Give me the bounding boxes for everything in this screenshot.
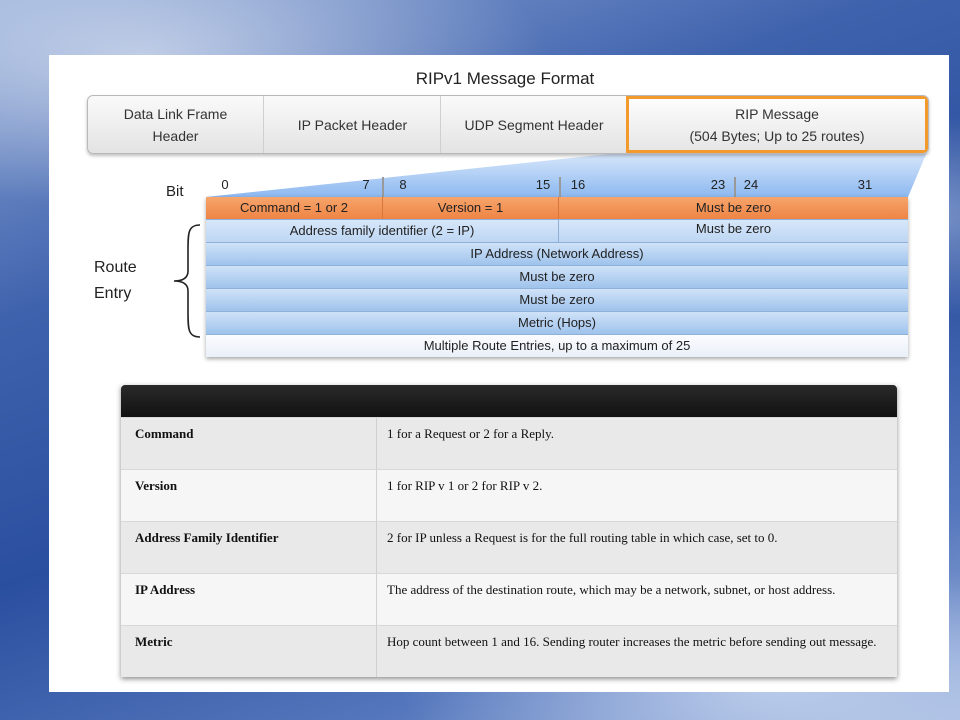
ip-address-field: IP Address (Network Address) xyxy=(206,243,908,265)
field-name-cell: IP Address xyxy=(121,574,377,625)
field-description-cell: 2 for IP unless a Request is for the ful… xyxy=(387,530,778,545)
diagram-title: RIPv1 Message Format xyxy=(415,69,595,88)
bit-23: 23 xyxy=(710,177,726,192)
field-name-cell: Command xyxy=(121,418,377,469)
table-row: Version 1 for RIP v 1 or 2 for RIP v 2. xyxy=(121,469,897,521)
bit-16: 16 xyxy=(570,177,586,192)
data-link-label-1: Data Link Frame xyxy=(123,105,228,122)
field-description-cell: 1 for a Request or 2 for a Reply. xyxy=(387,426,555,441)
field-name-cell: Address Family Identifier xyxy=(121,522,377,573)
version-field: Version = 1 xyxy=(383,197,559,219)
table-row: Metric Hop count between 1 and 16. Sendi… xyxy=(121,625,897,677)
udp-segment-header-segment: UDP Segment Header xyxy=(440,96,627,153)
mbz-row-2: Must be zero xyxy=(206,289,908,312)
bit-8: 8 xyxy=(399,177,407,192)
must-be-zero-field: Must be zero xyxy=(559,220,908,242)
table-header xyxy=(121,385,897,417)
table-row: Address Family Identifier 2 for IP unles… xyxy=(121,521,897,573)
field-name-cell: Version xyxy=(121,470,377,521)
udp-header-label: UDP Segment Header xyxy=(464,116,604,133)
bit-0: 0 xyxy=(221,177,229,192)
table-row: IP Address The address of the destinatio… xyxy=(121,573,897,625)
frame-structure-bar: Data Link Frame Header IP Packet Header … xyxy=(87,95,929,154)
ip-address-row: IP Address (Network Address) xyxy=(206,243,908,266)
route-label-line-2: Entry xyxy=(94,285,132,302)
afi-field: Address family identifier (2 = IP) xyxy=(206,220,559,242)
bit-24: 24 xyxy=(743,177,759,192)
afi-row: Address family identifier (2 = IP) Must … xyxy=(206,220,908,243)
multiple-entries-field: Multiple Route Entries, up to a maximum … xyxy=(206,335,908,357)
metric-field: Metric (Hops) xyxy=(206,312,908,334)
data-link-label-2: Header xyxy=(152,127,199,144)
table-row: Command 1 for a Request or 2 for a Reply… xyxy=(121,417,897,469)
bit-31: 31 xyxy=(857,177,873,192)
rip-label-1: RIP Message xyxy=(735,105,819,122)
rip-message-segment: RIP Message (504 Bytes; Up to 25 routes) xyxy=(626,96,928,153)
command-field: Command = 1 or 2 xyxy=(206,197,383,219)
slide-panel: RIPv1 Message Format Data Link Frame Hea… xyxy=(49,55,949,692)
mbz-row-1: Must be zero xyxy=(206,266,908,289)
ip-packet-header-segment: IP Packet Header xyxy=(263,96,441,153)
field-description-table: Command 1 for a Request or 2 for a Reply… xyxy=(121,385,897,677)
header-row: Command = 1 or 2 Version = 1 Must be zer… xyxy=(206,197,908,220)
route-entry-label: Route Entry xyxy=(94,255,137,307)
route-entry-brace xyxy=(173,224,201,338)
must-be-zero-field: Must be zero xyxy=(559,197,908,219)
must-be-zero-field: Must be zero xyxy=(206,266,908,288)
table-body: Command 1 for a Request or 2 for a Reply… xyxy=(121,417,897,677)
field-description-cell: The address of the destination route, wh… xyxy=(387,582,836,597)
rip-packet-fields: Command = 1 or 2 Version = 1 Must be zer… xyxy=(206,197,908,357)
rip-label-2: (504 Bytes; Up to 25 routes) xyxy=(689,127,865,144)
field-name-cell: Metric xyxy=(121,626,377,677)
field-description-cell: Hop count between 1 and 16. Sending rout… xyxy=(387,634,877,649)
must-be-zero-field: Must be zero xyxy=(206,289,908,311)
bit-divider xyxy=(382,177,384,197)
bit-label: Bit xyxy=(166,183,184,200)
data-link-frame-header-segment: Data Link Frame Header xyxy=(88,96,263,153)
ip-header-label: IP Packet Header xyxy=(297,116,408,133)
bit-divider xyxy=(559,177,561,197)
route-label-line-1: Route xyxy=(94,259,137,276)
multiple-entries-row: Multiple Route Entries, up to a maximum … xyxy=(206,335,908,357)
bit-divider xyxy=(734,177,736,197)
bit-15: 15 xyxy=(535,177,551,192)
field-description-cell: 1 for RIP v 1 or 2 for RIP v 2. xyxy=(387,478,543,493)
metric-row: Metric (Hops) xyxy=(206,312,908,335)
bit-7: 7 xyxy=(362,177,370,192)
